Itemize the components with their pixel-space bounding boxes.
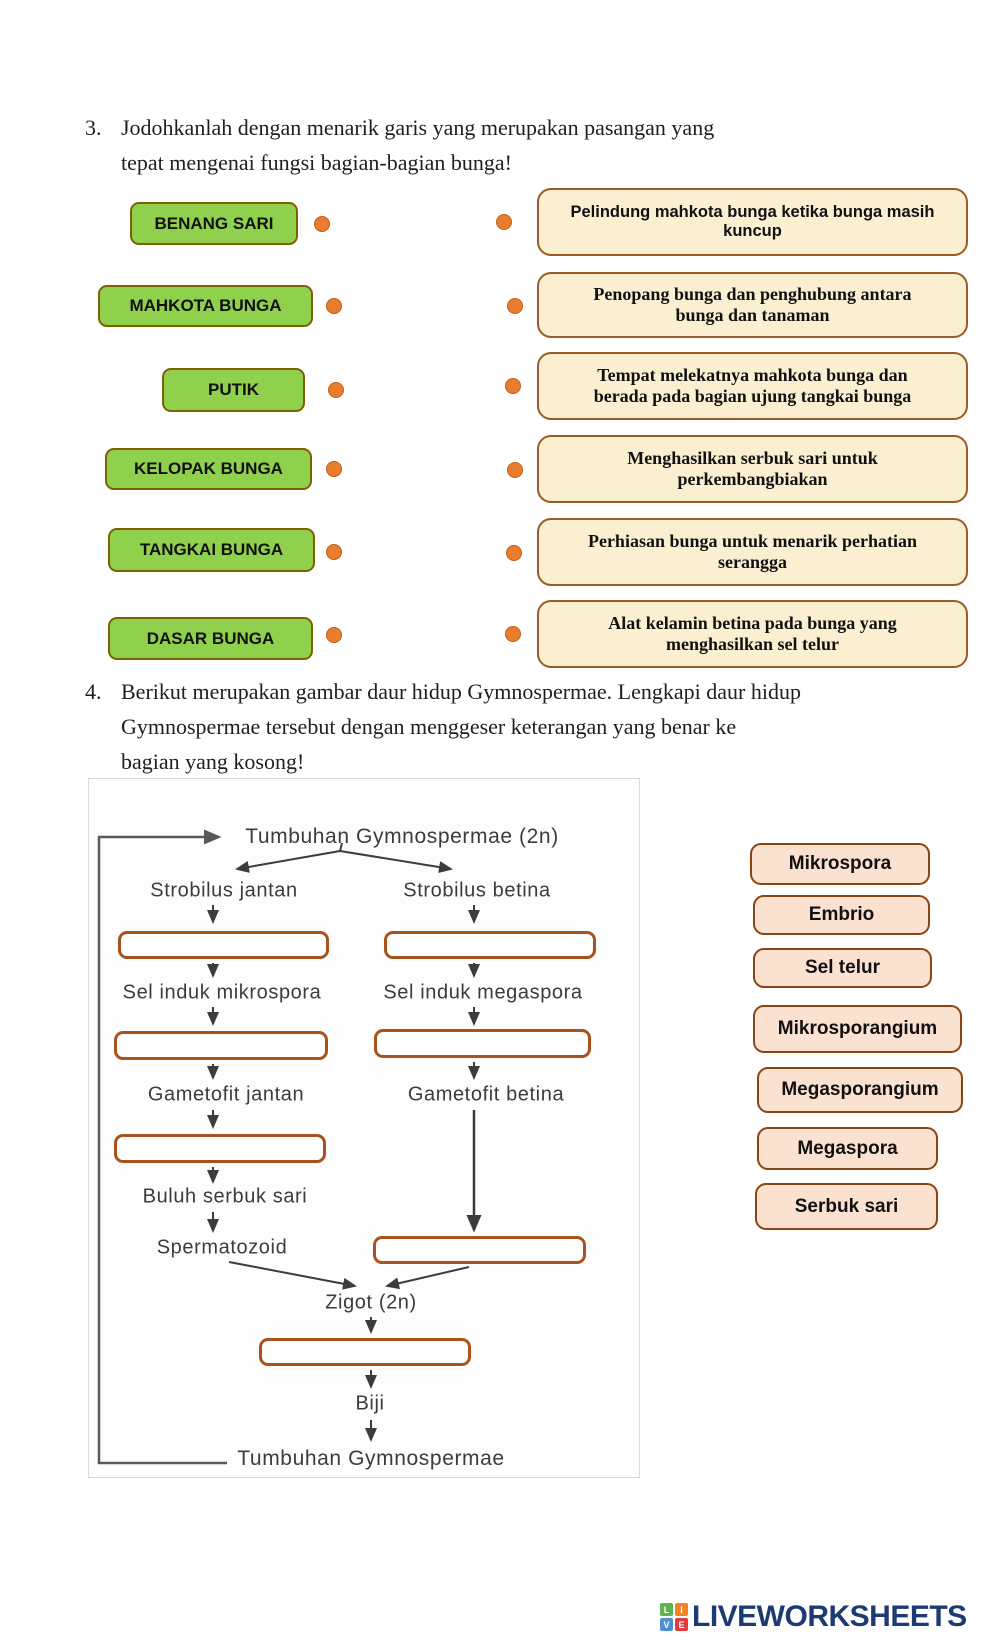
- term-label: TANGKAI BUNGA: [139, 540, 284, 559]
- dot-left-4[interactable]: [326, 461, 342, 477]
- node-sel-induk-mikrospora: Sel induk mikrospora: [122, 981, 322, 1004]
- option-mikrosporangium[interactable]: Mikrosporangium: [753, 1005, 962, 1053]
- option-label: Sel telur: [805, 957, 880, 978]
- dot-right-5[interactable]: [506, 545, 522, 561]
- node-strobilus-betina: Strobilus betina: [403, 879, 551, 902]
- option-label: Serbuk sari: [794, 1195, 899, 1217]
- option-megaspora[interactable]: Megaspora: [757, 1127, 938, 1170]
- diagram-blank-5[interactable]: [114, 1134, 326, 1163]
- term-kelopak-bunga: KELOPAK BUNGA: [105, 448, 312, 490]
- option-sel-telur[interactable]: Sel telur: [753, 948, 932, 988]
- node-zigot: Zigot (2n): [325, 1291, 417, 1314]
- dot-left-1[interactable]: [314, 216, 330, 232]
- q4-text: Berikut merupakan gambar daur hidup Gymn…: [121, 679, 801, 775]
- diagram-blank-2[interactable]: [384, 931, 596, 959]
- desc-text: Pelindung mahkota bunga ketika bunga mas…: [570, 203, 935, 240]
- dot-right-4[interactable]: [507, 462, 523, 478]
- term-benang-sari: BENANG SARI: [130, 202, 298, 245]
- dot-right-2[interactable]: [507, 298, 523, 314]
- term-label: DASAR BUNGA: [146, 628, 275, 648]
- diagram-blank-4[interactable]: [374, 1029, 591, 1058]
- desc-box-4: Menghasilkan serbuk sari untuk perkemban…: [537, 435, 968, 503]
- option-embrio[interactable]: Embrio: [753, 895, 930, 935]
- node-sel-induk-megaspora: Sel induk megaspora: [383, 981, 583, 1004]
- dot-right-3[interactable]: [505, 378, 521, 394]
- term-label: BENANG SARI: [154, 213, 274, 233]
- logo-square-i: I: [675, 1603, 688, 1616]
- term-tangkai-bunga: TANGKAI BUNGA: [108, 528, 315, 572]
- dot-left-5[interactable]: [326, 544, 342, 560]
- term-dasar-bunga: DASAR BUNGA: [108, 617, 313, 660]
- option-label: Megaspora: [797, 1137, 898, 1159]
- q4-number: 4.: [85, 679, 102, 704]
- term-putik: PUTIK: [162, 368, 305, 412]
- dot-right-6[interactable]: [505, 626, 521, 642]
- node-spermatozoid: Spermatozoid: [156, 1236, 288, 1259]
- desc-box-3: Tempat melekatnya mahkota bunga dan bera…: [537, 352, 968, 420]
- diagram-blank-1[interactable]: [118, 931, 329, 959]
- desc-text: Menghasilkan serbuk sari untuk perkemban…: [627, 448, 878, 489]
- desc-text: Tempat melekatnya mahkota bunga dan bera…: [593, 365, 912, 406]
- liveworksheets-footer: L I V E LIVEWORKSHEETS: [660, 1600, 967, 1634]
- node-gametofit-jantan: Gametofit jantan: [147, 1083, 305, 1106]
- desc-text: Alat kelamin betina pada bunga yang meng…: [608, 613, 897, 654]
- node-buluh-serbuk-sari: Buluh serbuk sari: [142, 1185, 308, 1208]
- node-title: Tumbuhan Gymnospermae (2n): [245, 825, 559, 848]
- node-gametofit-betina: Gametofit betina: [407, 1083, 565, 1106]
- cycle-connectors: [97, 829, 482, 1465]
- option-label: Mikrosporangium: [777, 1018, 938, 1039]
- node-strobilus-jantan: Strobilus jantan: [150, 879, 298, 902]
- dot-left-3[interactable]: [328, 382, 344, 398]
- diagram-blank-7[interactable]: [259, 1338, 471, 1366]
- term-label: KELOPAK BUNGA: [134, 459, 283, 478]
- dot-left-6[interactable]: [326, 627, 342, 643]
- option-serbuk-sari[interactable]: Serbuk sari: [755, 1183, 938, 1230]
- term-label: PUTIK: [208, 380, 259, 399]
- gymnosperm-cycle-diagram: Tumbuhan Gymnospermae (2n) Strobilus jan…: [88, 778, 640, 1478]
- node-bottom: Tumbuhan Gymnospermae: [237, 1447, 505, 1470]
- desc-box-2: Penopang bunga dan penghubung antara bun…: [537, 272, 968, 338]
- q3-number: 3.: [85, 115, 102, 140]
- desc-box-1: Pelindung mahkota bunga ketika bunga mas…: [537, 188, 968, 256]
- option-megasporangium[interactable]: Megasporangium: [757, 1067, 963, 1113]
- logo-square-v: V: [660, 1618, 673, 1631]
- logo-square-e: E: [675, 1618, 688, 1631]
- q3-text: Jodohkanlah dengan menarik garis yang me…: [121, 115, 715, 176]
- liveworksheets-logo-icon: L I V E: [660, 1603, 688, 1631]
- desc-box-5: Perhiasan bunga untuk menarik perhatian …: [537, 518, 968, 586]
- desc-text: Perhiasan bunga untuk menarik perhatian …: [587, 531, 918, 572]
- option-label: Megasporangium: [781, 1079, 939, 1100]
- logo-square-l: L: [660, 1603, 673, 1616]
- dot-left-2[interactable]: [326, 298, 342, 314]
- term-label: MAHKOTA BUNGA: [129, 296, 282, 315]
- dot-right-1[interactable]: [496, 214, 512, 230]
- option-label: Embrio: [808, 904, 875, 925]
- brand-name: LIVEWORKSHEETS: [692, 1600, 967, 1633]
- desc-text: Penopang bunga dan penghubung antara bun…: [593, 284, 912, 325]
- option-label: Mikrospora: [788, 853, 892, 874]
- node-biji: Biji: [355, 1392, 385, 1415]
- desc-box-6: Alat kelamin betina pada bunga yang meng…: [537, 600, 968, 668]
- term-mahkota-bunga: MAHKOTA BUNGA: [98, 285, 313, 327]
- diagram-blank-6[interactable]: [373, 1236, 586, 1264]
- option-mikrospora[interactable]: Mikrospora: [750, 843, 930, 885]
- diagram-blank-3[interactable]: [114, 1031, 328, 1060]
